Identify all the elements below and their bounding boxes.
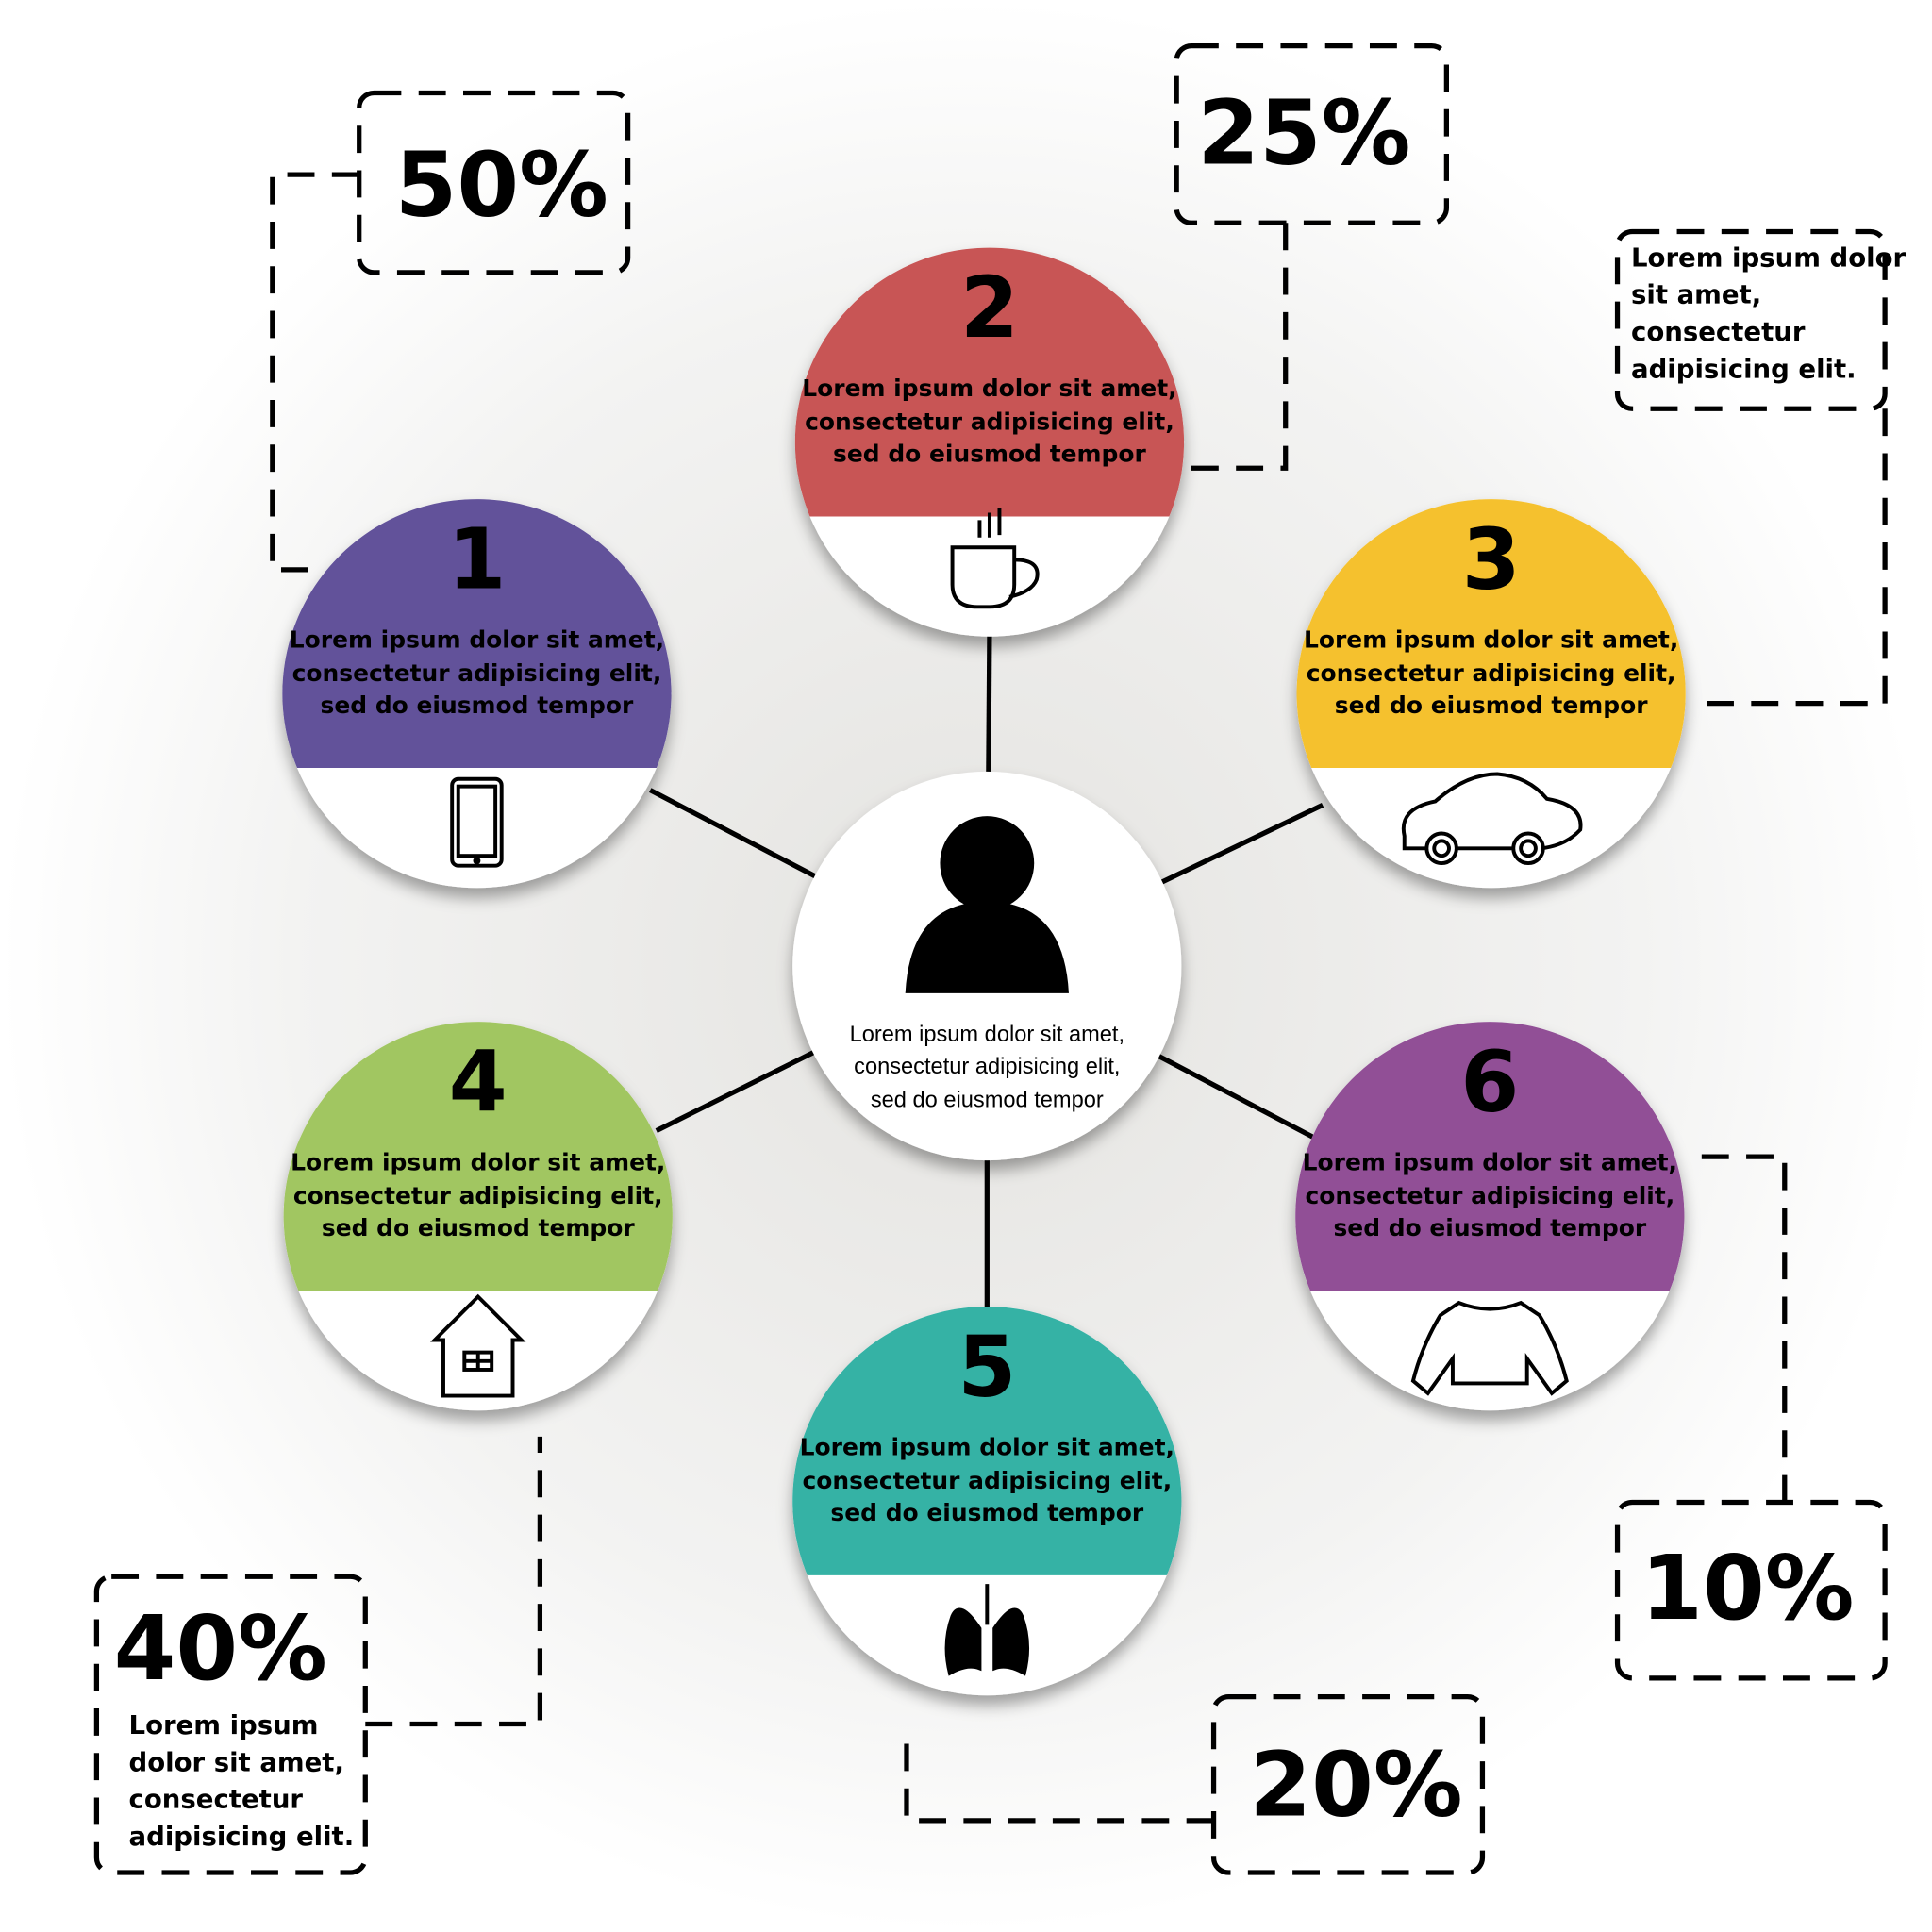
node-2: 2 Lorem ipsum dolor sit amet, consectetu…: [794, 247, 1185, 637]
node-text: consectetur adipisicing elit,: [1307, 659, 1676, 687]
node-color-band: [1295, 1022, 1685, 1291]
callout-10: 10%: [1614, 1154, 1888, 1681]
lungs-icon: [944, 1584, 1029, 1676]
node-text: sed do eiusmod tempor: [830, 1499, 1143, 1526]
svg-text:dolor sit amet,: dolor sit amet,: [129, 1747, 344, 1777]
node-text: sed do eiusmod tempor: [1333, 1214, 1646, 1241]
node-number: 6: [1460, 1034, 1519, 1132]
node-text: Lorem ipsum dolor sit amet,: [1304, 626, 1678, 654]
callout-50: 50%: [270, 90, 631, 573]
callout-25: 25%: [1174, 42, 1449, 471]
percent-25: 25%: [1197, 81, 1410, 185]
node-text: sed do eiusmod tempor: [833, 441, 1146, 468]
svg-text:sed do eiusmod tempor: sed do eiusmod tempor: [871, 1089, 1104, 1113]
svg-text:consectetur adipisicing elit,: consectetur adipisicing elit,: [854, 1055, 1120, 1079]
node-number: 1: [447, 511, 506, 609]
node-text: Lorem ipsum dolor sit amet,: [290, 626, 664, 654]
percent-50: 50%: [395, 133, 608, 237]
node-6: 6 Lorem ipsum dolor sit amet, consectetu…: [1295, 1022, 1685, 1411]
svg-text:consectetur: consectetur: [1631, 317, 1806, 347]
node-color-band: [282, 499, 672, 768]
node-text: sed do eiusmod tempor: [321, 691, 634, 719]
node-1: 1 Lorem ipsum dolor sit amet, consectetu…: [282, 499, 672, 889]
node-text: sed do eiusmod tempor: [322, 1214, 635, 1241]
node-text: Lorem ipsum dolor sit amet,: [800, 1434, 1174, 1461]
svg-text:Lorem ipsum dolor sit amet,: Lorem ipsum dolor sit amet,: [850, 1023, 1124, 1047]
center-node: Lorem ipsum dolor sit amet, consectetur …: [792, 771, 1182, 1161]
house-icon: [430, 1293, 526, 1398]
node-color-band: [794, 247, 1185, 517]
svg-text:Lorem ipsum: Lorem ipsum: [129, 1710, 319, 1740]
percent-40: 40%: [114, 1597, 327, 1701]
node-number: 4: [449, 1034, 508, 1132]
node-text: Lorem ipsum dolor sit amet,: [802, 375, 1176, 402]
node-number: 5: [958, 1319, 1016, 1417]
node-color-band: [283, 1022, 673, 1291]
percent-10: 10%: [1641, 1537, 1854, 1641]
callout-note-top-right: Lorem ipsum dolor sit amet, consectetur …: [1614, 228, 1907, 707]
node-text: Lorem ipsum dolor sit amet,: [1303, 1149, 1677, 1176]
coffee-cup-icon: [950, 508, 1040, 609]
svg-text:adipisicing elit.: adipisicing elit.: [129, 1822, 355, 1852]
svg-text:Lorem ipsum dolor: Lorem ipsum dolor: [1631, 242, 1907, 273]
node-5: 5 Lorem ipsum dolor sit amet, consectetu…: [792, 1307, 1182, 1696]
node-4: 4 Lorem ipsum dolor sit amet, consectetu…: [283, 1022, 673, 1411]
node-3: 3 Lorem ipsum dolor sit amet, consectetu…: [1296, 499, 1686, 889]
node-text: Lorem ipsum dolor sit amet,: [291, 1149, 665, 1176]
node-number: 2: [960, 259, 1019, 358]
callout-40: 40% Lorem ipsum dolor sit amet, consecte…: [93, 1436, 543, 1875]
node-text: consectetur adipisicing elit,: [805, 408, 1174, 436]
svg-text:adipisicing elit.: adipisicing elit.: [1631, 354, 1857, 384]
car-icon: [1401, 772, 1583, 866]
node-number: 3: [1462, 511, 1521, 609]
callout-20: 20%: [904, 1693, 1486, 1875]
svg-text:sit amet,: sit amet,: [1631, 280, 1761, 310]
tablet-icon: [450, 776, 504, 868]
percent-20: 20%: [1249, 1734, 1462, 1838]
node-text: sed do eiusmod tempor: [1335, 691, 1648, 719]
svg-text:consectetur: consectetur: [129, 1785, 304, 1815]
node-text: consectetur adipisicing elit,: [292, 659, 662, 687]
node-text: consectetur adipisicing elit,: [802, 1467, 1172, 1494]
node-color-band: [792, 1307, 1182, 1575]
sweater-icon: [1410, 1300, 1569, 1396]
node-color-band: [1296, 499, 1686, 768]
node-text: consectetur adipisicing elit,: [1305, 1182, 1674, 1209]
person-icon: [905, 816, 1069, 993]
node-text: consectetur adipisicing elit,: [293, 1182, 663, 1209]
